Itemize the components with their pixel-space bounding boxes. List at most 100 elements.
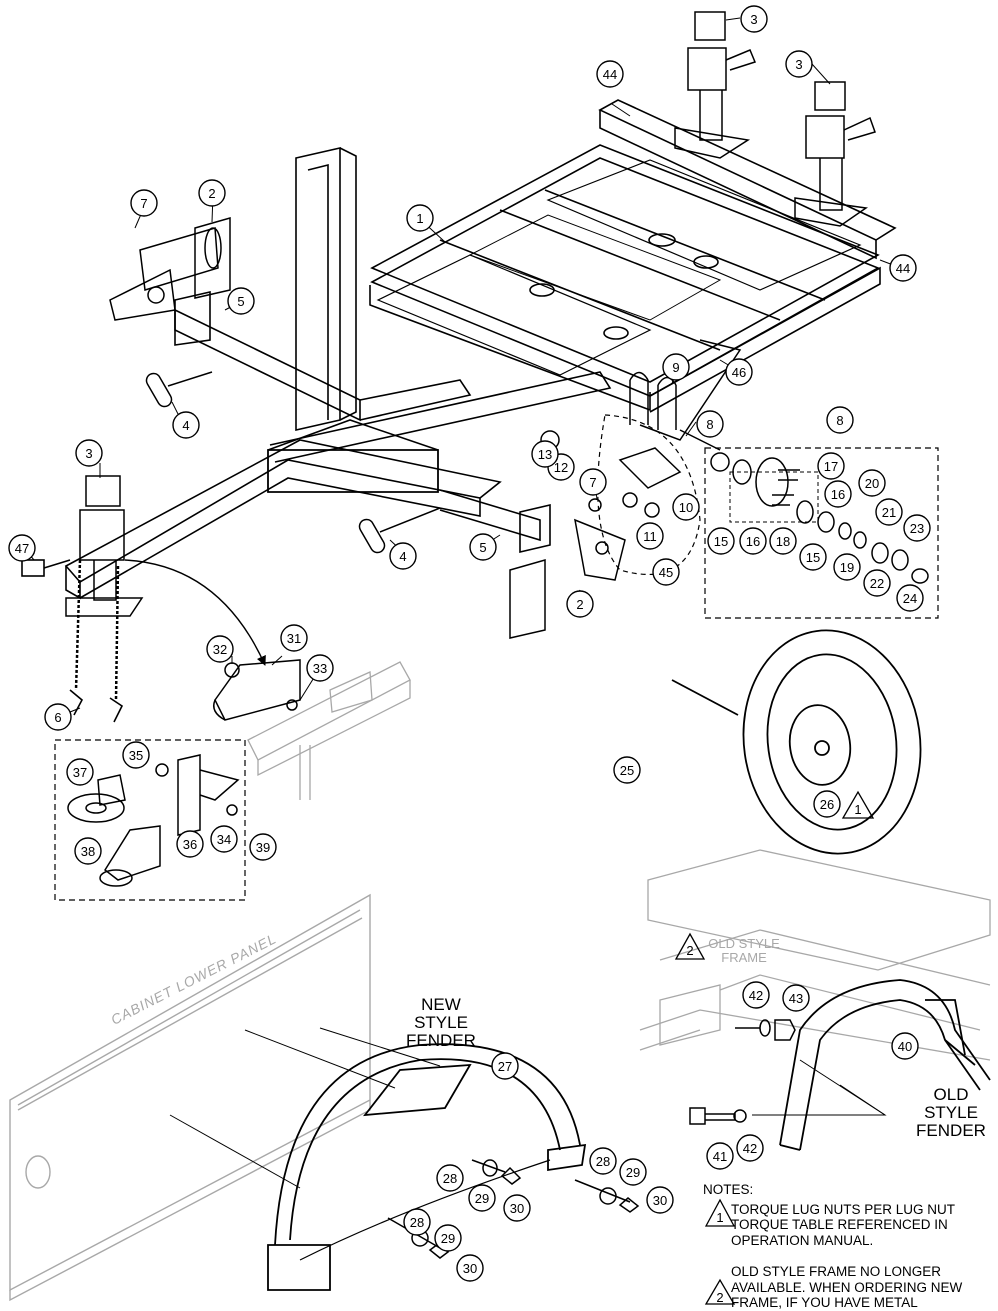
callout-number: 33 (313, 661, 327, 676)
callout-number: 37 (73, 765, 87, 780)
callout-circle (74, 837, 102, 865)
note-symbols (674, 790, 875, 1305)
callout-6: 6 (44, 703, 72, 731)
callout-20: 20 (858, 469, 886, 497)
callout-circle (858, 469, 886, 497)
callout-8: 8 (826, 406, 854, 434)
callout-circle (652, 558, 680, 586)
callout-circle (672, 493, 700, 521)
callout-circle (889, 254, 917, 282)
callout-21: 21 (875, 498, 903, 526)
callout-circle (403, 1208, 431, 1236)
callout-3: 3 (75, 439, 103, 467)
note-2-line-2: AVAILABLE. WHEN ORDERING NEW (731, 1279, 963, 1295)
old-style-fender-line-3: FENDER (916, 1120, 986, 1140)
callout-18: 18 (769, 527, 797, 555)
callout-25: 25 (613, 756, 641, 784)
main-frame (64, 99, 897, 600)
callout-number: 26 (820, 797, 834, 812)
callout-47: 47 (8, 534, 36, 562)
callout-number: 16 (831, 487, 845, 502)
note-2-line-3: FRAME, IF YOU HAVE METAL (731, 1295, 918, 1311)
callout-number: 3 (750, 12, 757, 27)
callout-circle (769, 527, 797, 555)
callout-circle (389, 542, 417, 570)
callout-number: 42 (743, 1141, 757, 1156)
callout-number: 19 (840, 560, 854, 575)
callout-3: 3 (785, 50, 813, 78)
hub-assembly (704, 447, 939, 619)
hitch-pins (145, 371, 441, 554)
note-symbol-1: 1 (854, 802, 861, 817)
callout-39: 39 (249, 833, 277, 861)
callout-circle (579, 468, 607, 496)
callout-circle (434, 1224, 462, 1252)
callout-26: 26 (813, 790, 841, 818)
new-style-fender-line-2: STYLE (414, 1012, 468, 1032)
leader-lines (23, 17, 902, 717)
callout-number: 36 (183, 837, 197, 852)
callout-number: 28 (596, 1154, 610, 1169)
callout-circle (227, 287, 255, 315)
callout-38: 38 (74, 837, 102, 865)
note-1: TORQUE LUG NUTS PER LUG NUT TORQUE TABLE… (703, 1202, 995, 1249)
note-1-line-3: OPERATION MANUAL. (731, 1232, 874, 1248)
callout-circle (436, 1164, 464, 1192)
old-style-fender-label: OLD STYLE FENDER (905, 1086, 997, 1140)
jack-stands (65, 11, 876, 617)
callout-circle (646, 1186, 674, 1214)
callout-circle (742, 981, 770, 1009)
callout-circle (891, 1032, 919, 1060)
callout-30: 30 (503, 1194, 531, 1222)
callout-43: 43 (782, 984, 810, 1012)
callout-10: 10 (672, 493, 700, 521)
callout-5: 5 (469, 533, 497, 561)
safety-chains (74, 559, 120, 701)
callout-circle (706, 1142, 734, 1170)
callout-circle (122, 741, 150, 769)
callout-4: 4 (389, 542, 417, 570)
callout-number: 24 (903, 591, 917, 606)
callout-number: 7 (589, 475, 596, 490)
callout-40: 40 (891, 1032, 919, 1060)
callout-number: 27 (498, 1059, 512, 1074)
callout-19: 19 (833, 553, 861, 581)
old-style-frame-label: OLD STYLE FRAME (694, 937, 794, 964)
group-45-outline (597, 414, 701, 575)
callout-2: 2 (566, 590, 594, 618)
callout-41: 41 (706, 1142, 734, 1170)
callout-number: 3 (795, 57, 802, 72)
callout-number: 44 (603, 67, 617, 82)
callout-23: 23 (903, 514, 931, 542)
callout-number: 43 (789, 991, 803, 1006)
callout-30: 30 (646, 1186, 674, 1214)
callout-circle (491, 1052, 519, 1080)
caster-plates (194, 217, 626, 639)
new-style-fender-line-1: NEW (421, 995, 461, 1014)
callout-number: 9 (672, 360, 679, 375)
callout-circle (707, 527, 735, 555)
callout-circle (785, 50, 813, 78)
callout-11: 11 (636, 522, 664, 550)
callout-9: 9 (662, 353, 690, 381)
callout-circle (406, 204, 434, 232)
callout-circle (636, 522, 664, 550)
callout-circle (903, 514, 931, 542)
callout-number: 34 (217, 832, 231, 847)
callout-number: 15 (806, 550, 820, 565)
callout-2: 2 (198, 179, 226, 207)
callout-number: 4 (182, 418, 189, 433)
callout-circle (531, 440, 559, 468)
callout-number: 13 (538, 447, 552, 462)
callout-34: 34 (210, 825, 238, 853)
callout-number: 25 (620, 763, 634, 778)
callout-number: 30 (463, 1261, 477, 1276)
callout-5: 5 (227, 287, 255, 315)
callout-circle (306, 654, 334, 682)
callout-circle (817, 452, 845, 480)
callout-32: 32 (206, 635, 234, 663)
callout-circle (833, 553, 861, 581)
axle-assembly (540, 339, 742, 518)
